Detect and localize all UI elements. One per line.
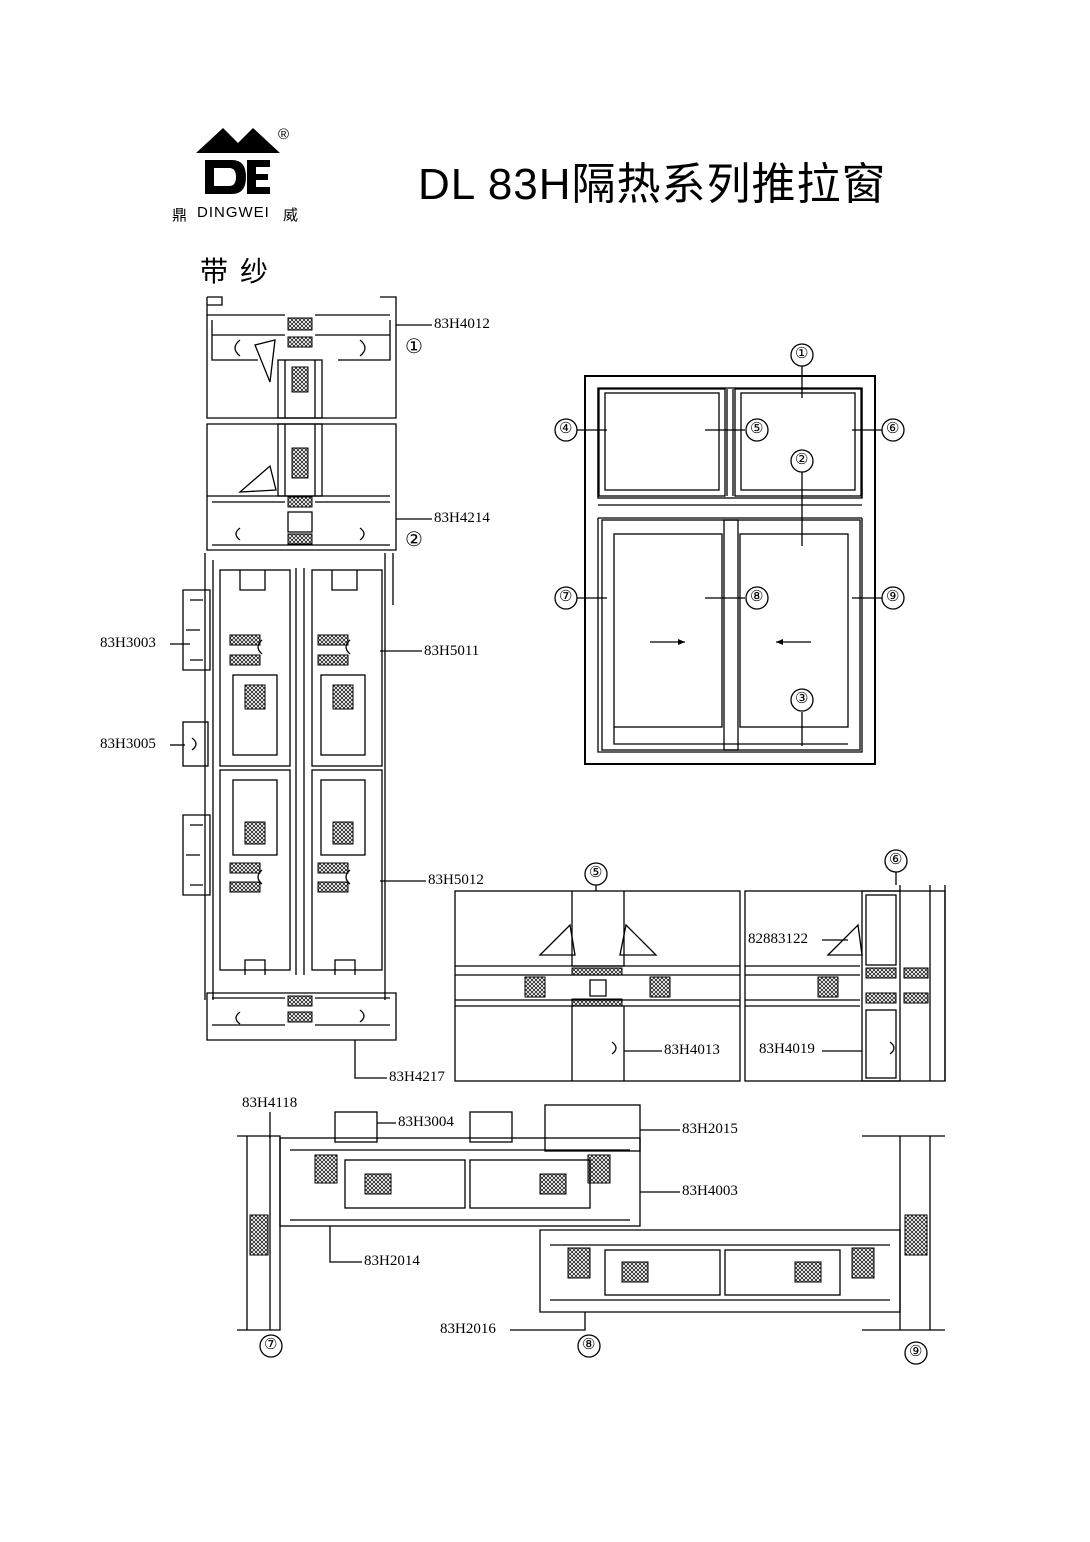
detail-5-6	[454, 849, 946, 1082]
dingwei-logo	[196, 128, 280, 194]
part-83H4003: 83H4003	[682, 1183, 738, 1199]
callout-7-detail: ⑦	[264, 1337, 278, 1353]
part-83H2014: 83H2014	[364, 1253, 420, 1269]
part-leaders	[170, 324, 862, 1331]
part-83H4217: 83H4217	[389, 1069, 445, 1085]
callout-2: ②	[795, 452, 809, 468]
part-83H2015: 83H2015	[682, 1121, 738, 1137]
callout-6-detail: ⑥	[889, 852, 903, 868]
callout-7: ⑦	[559, 589, 573, 605]
brand-left-char: 鼎	[172, 207, 189, 224]
registered-mark: ®	[278, 126, 290, 143]
part-83H4019: 83H4019	[759, 1041, 815, 1057]
part-83H4012: 83H4012	[434, 316, 490, 332]
callout-6: ⑥	[886, 421, 900, 437]
brand-right-char: 威	[283, 207, 300, 224]
part-83H4214: 83H4214	[434, 510, 490, 526]
callout-2-left: ②	[405, 529, 423, 551]
subtitle: 带纱	[200, 255, 281, 288]
callout-9: ⑨	[886, 589, 900, 605]
window-elevation	[554, 343, 905, 765]
callout-8-detail: ⑧	[582, 1337, 596, 1353]
callout-5-detail: ⑤	[589, 865, 603, 881]
part-83H3004: 83H3004	[398, 1114, 454, 1130]
part-83H3003: 83H3003	[100, 635, 156, 651]
horizontal-section	[237, 1104, 945, 1365]
callout-5: ⑤	[750, 421, 764, 437]
part-83H3005: 83H3005	[100, 736, 156, 752]
callout-3: ③	[795, 691, 809, 707]
callout-9-detail: ⑨	[909, 1344, 923, 1360]
callout-1: ①	[795, 346, 809, 362]
part-83H4013: 83H4013	[664, 1042, 720, 1058]
brand-name: DINGWEI	[197, 204, 270, 221]
page-title: DL 83H隔热系列推拉窗	[418, 160, 887, 209]
part-83H5012: 83H5012	[428, 872, 484, 888]
callout-8: ⑧	[750, 589, 764, 605]
part-83H2016: 83H2016	[440, 1321, 496, 1337]
part-83H5011: 83H5011	[424, 643, 480, 659]
vertical-section	[182, 296, 397, 1041]
part-82883122: 82883122	[748, 931, 808, 947]
part-83H4118: 83H4118	[242, 1095, 298, 1111]
callout-4: ④	[559, 421, 573, 437]
callout-1-left: ①	[405, 336, 423, 358]
